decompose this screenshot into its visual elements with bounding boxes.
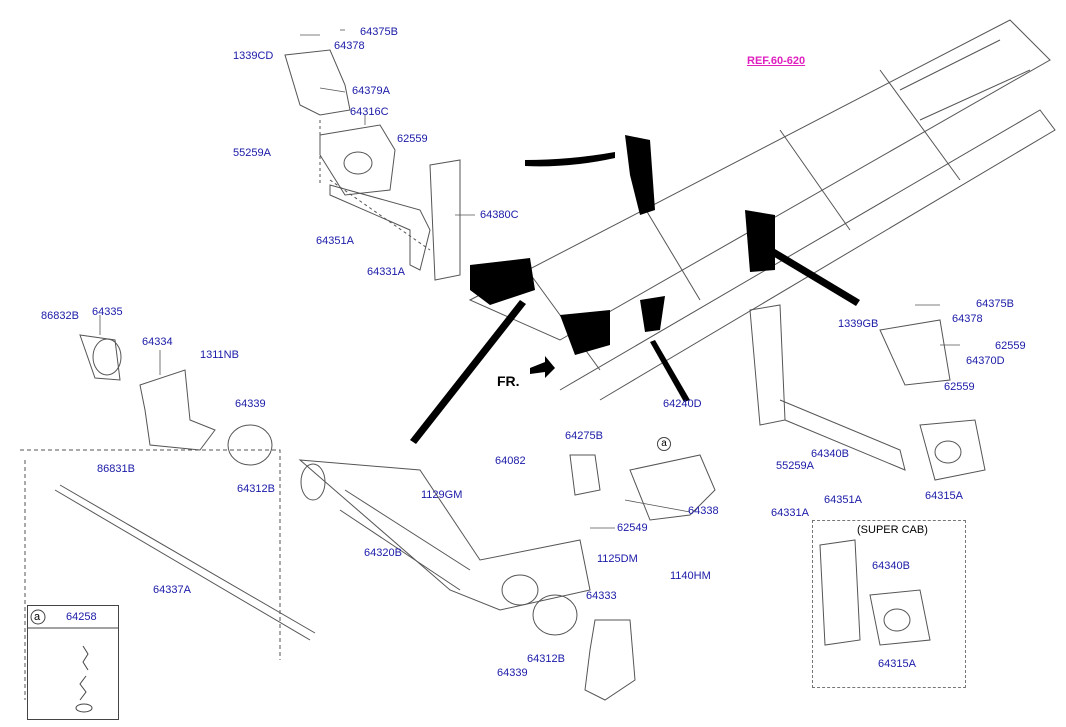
callout-ribbon [756,240,860,306]
part-number[interactable]: 64240D [663,398,702,410]
part-number[interactable]: 1311NB [200,349,239,361]
part-number[interactable]: 64315A [878,658,916,670]
part-number[interactable]: 64340B [811,448,849,460]
part-number[interactable]: 1339CD [233,50,274,62]
bracket-64380C [329,184,431,271]
part-number[interactable]: 64375B [360,26,398,38]
part-number[interactable]: 64315A [925,490,963,502]
part-number[interactable]: 64340B [872,560,910,572]
frame-rail [468,19,1051,341]
part-number[interactable]: 86831B [97,463,135,475]
part-number[interactable]: 64370D [966,355,1005,367]
part-number[interactable]: 64082 [495,455,526,467]
part-number[interactable]: 64375B [976,298,1014,310]
part-number[interactable]: 62559 [944,381,975,393]
bracket-64333 [584,619,636,701]
inset-part-number: 64258 [66,611,97,623]
part-number[interactable]: 64334 [142,336,173,348]
part-number[interactable]: 86832B [41,310,79,322]
super-cab-box [812,520,966,688]
part-number[interactable]: 62559 [995,340,1026,352]
part-number[interactable]: 64380C [480,209,519,221]
part-number[interactable]: 1339GB [838,318,879,330]
part-number[interactable]: 64339 [235,398,266,410]
front-arrow [530,356,555,378]
bracket-64379A [284,49,351,116]
super-cab-label: (SUPER CAB) [857,524,928,536]
part-number[interactable]: 64312B [527,653,565,665]
part-number[interactable]: 1140HM [670,570,711,582]
part-number[interactable]: 64379A [352,85,390,97]
reference-link[interactable]: REF.60-620 [747,55,806,67]
part-number[interactable]: 64316C [350,106,389,118]
part-number[interactable]: 64351A [316,235,354,247]
part-number[interactable]: 1125DM [597,553,638,565]
bracket-64340B [749,304,786,426]
callout-ribbon [650,340,690,402]
bracket-64240D [629,454,716,521]
part-number[interactable]: 64338 [688,505,719,517]
part-number[interactable]: 64320B [364,547,402,559]
crossmember-64320B [298,459,591,611]
part-number[interactable]: 55259A [233,147,271,159]
spring-pin-illustration [28,609,118,713]
part-number[interactable]: 64337A [153,584,191,596]
rod-64337A [54,484,316,641]
part-number[interactable]: 64351A [824,494,862,506]
bracket-64334 [139,369,216,451]
part-number[interactable]: 64378 [952,313,983,325]
part-number[interactable]: 62549 [617,522,648,534]
part-number[interactable]: 64275B [565,430,603,442]
inset-marker: a [34,611,41,623]
mount-64335 [79,334,121,381]
frame-rail [559,109,1056,401]
part-number[interactable]: 64312B [237,483,275,495]
callout-marker: a [657,437,671,451]
part-number[interactable]: 64335 [92,306,123,318]
callout-ribbon [525,152,615,167]
part-number[interactable]: 55259A [776,460,814,472]
part-number[interactable]: 64333 [586,590,617,602]
callout-ribbon [410,300,526,444]
part-number[interactable]: 62559 [397,133,428,145]
part-number[interactable]: 1129GM [421,489,463,501]
part-number[interactable]: 64331A [771,507,809,519]
mount-64315A [919,419,986,481]
part-number[interactable]: 64339 [497,667,528,679]
inset-panel: a 64258 [27,605,119,720]
bracket-64370D [879,319,951,386]
mount-64316C [319,124,396,196]
part-number[interactable]: 64378 [334,40,365,52]
part-number[interactable]: 64331A [367,266,405,278]
front-direction-label: FR. [497,373,520,389]
